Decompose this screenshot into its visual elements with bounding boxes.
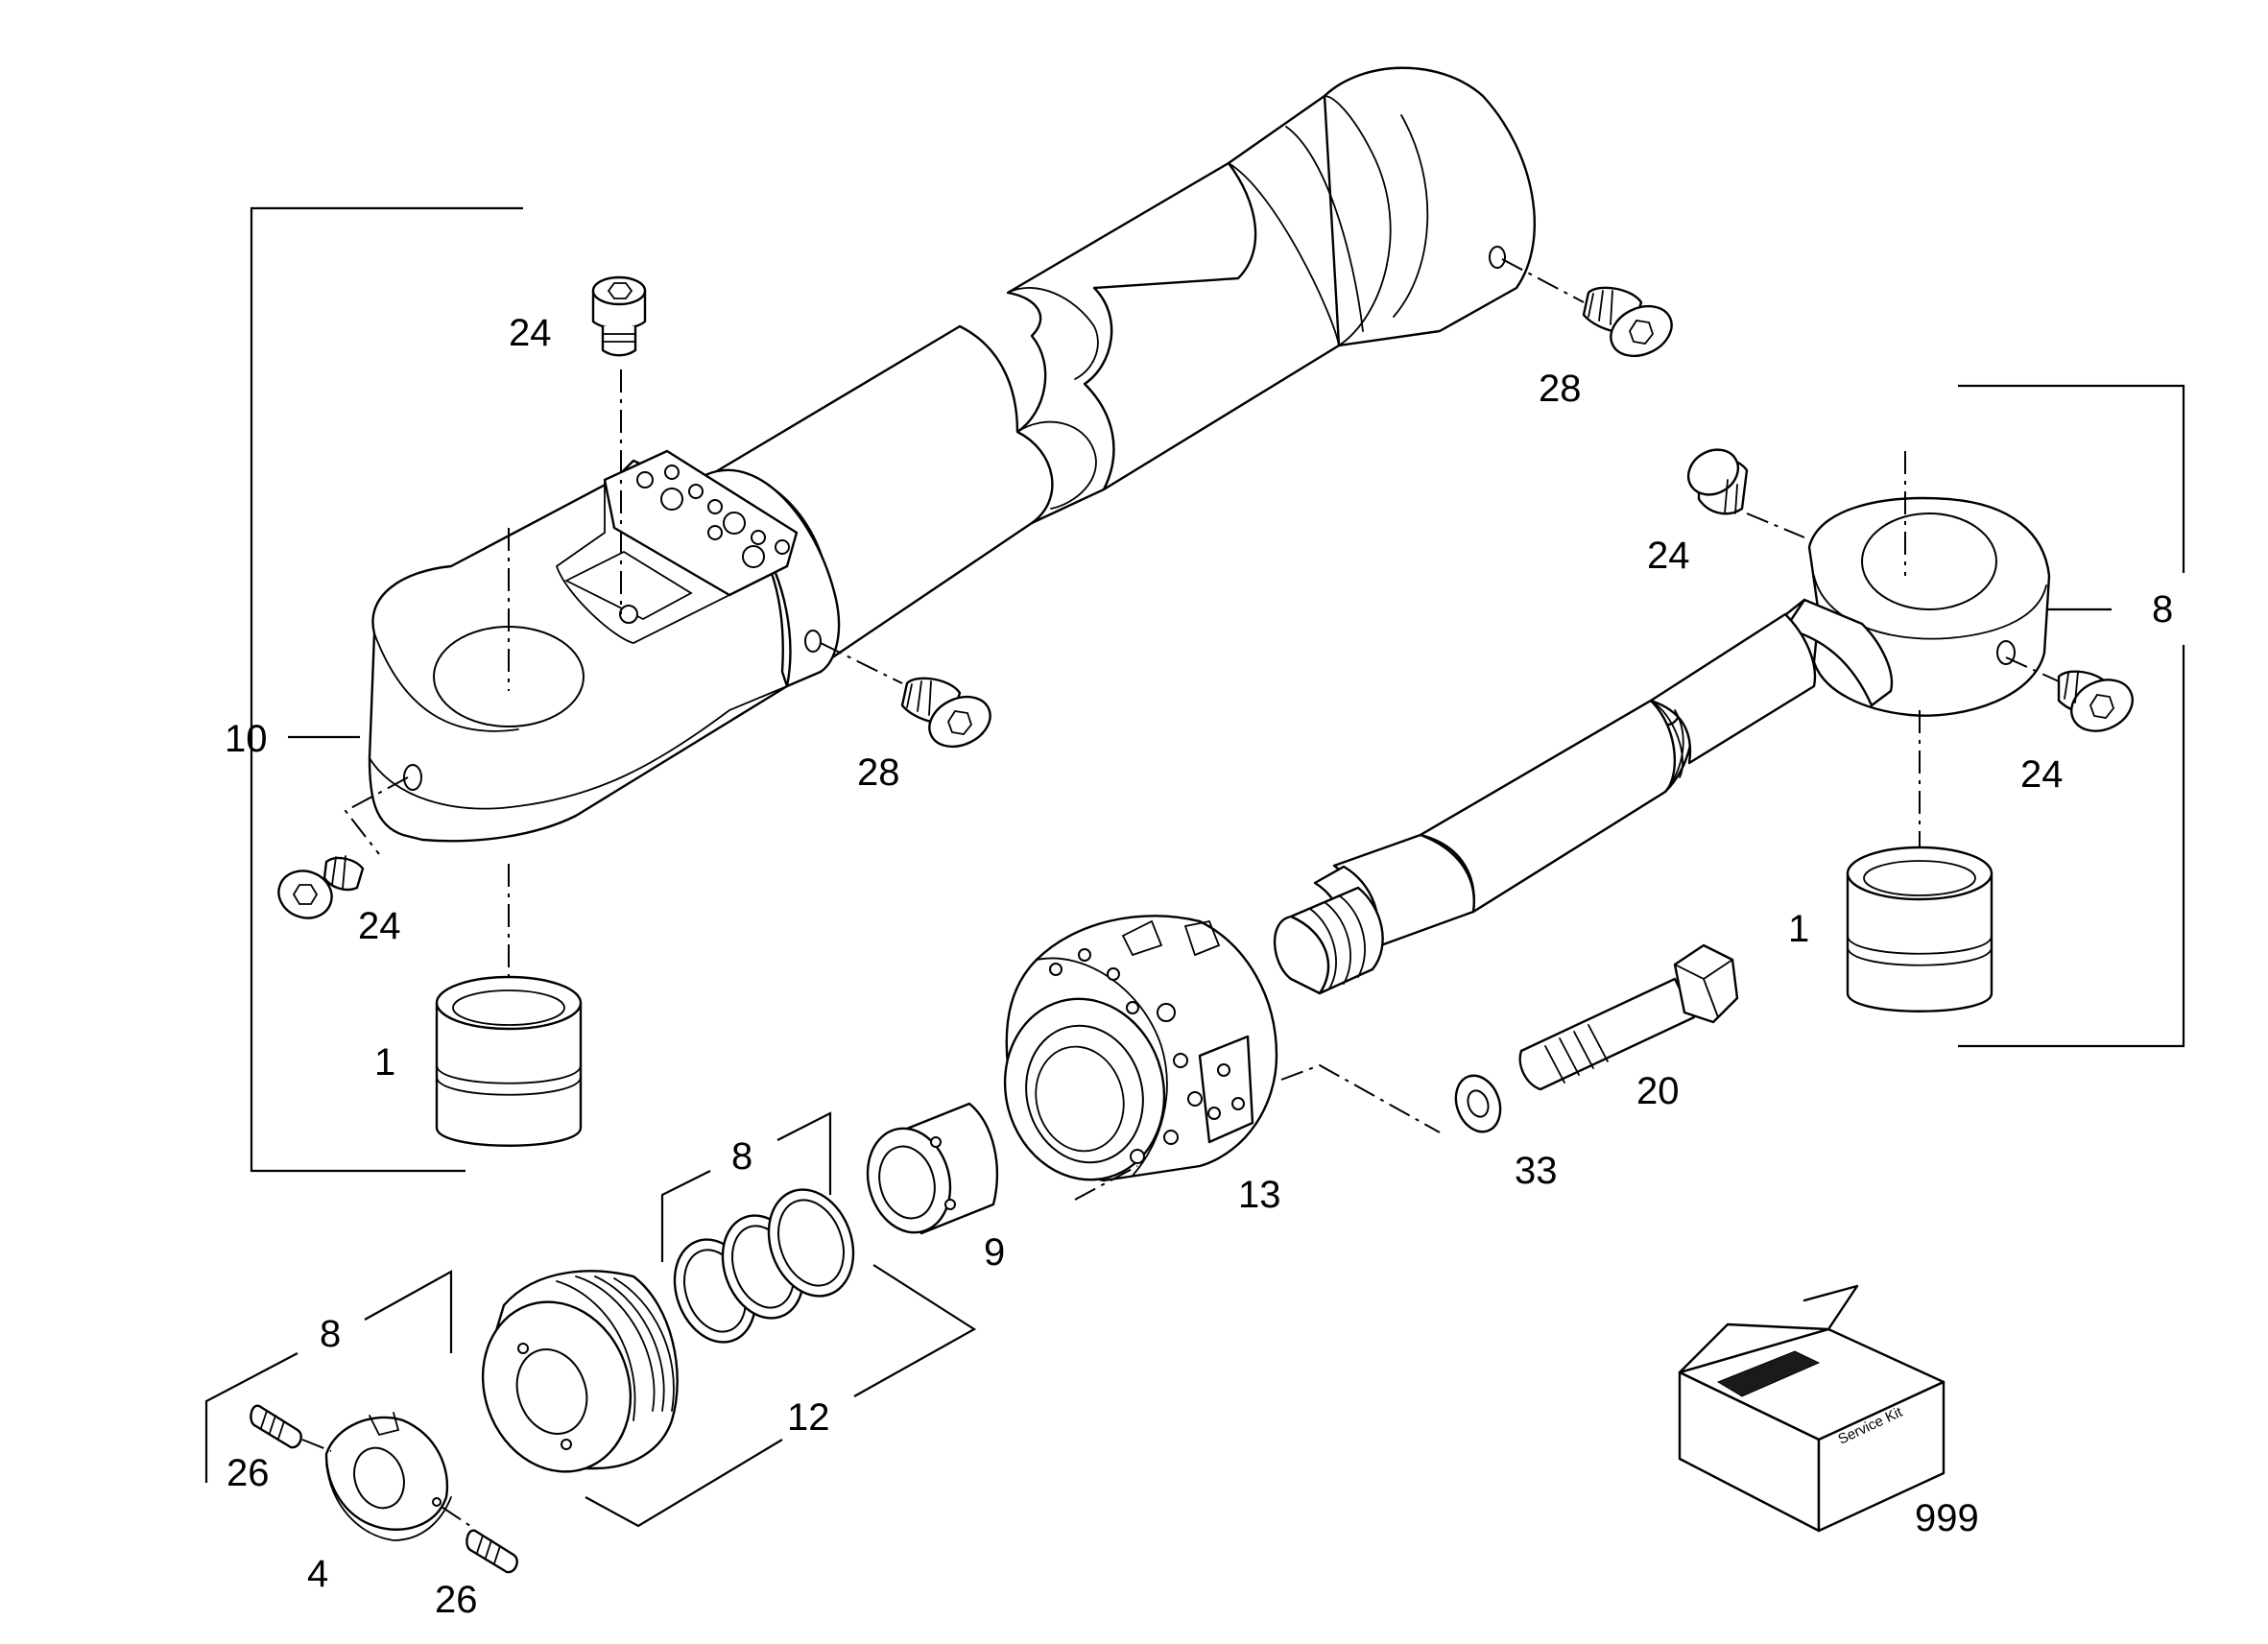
- screw-24-left: [277, 855, 365, 919]
- label-28-top: 28: [1539, 368, 1582, 410]
- nut-4: [324, 1412, 452, 1541]
- label-24-rod-top: 24: [1647, 535, 1690, 577]
- rod-eye-bore: [1861, 512, 1997, 610]
- bracket-10: [250, 206, 523, 1173]
- label-28-mid: 28: [857, 751, 900, 794]
- bracket-8-right: [1958, 384, 2185, 573]
- screw-24-top: [591, 275, 647, 357]
- screw-28-mid: [900, 677, 991, 749]
- label-1-right: 1: [1788, 908, 1809, 950]
- label-1-left: 1: [374, 1041, 395, 1084]
- label-12: 12: [787, 1396, 830, 1439]
- label-24-left: 24: [358, 905, 401, 947]
- label-8-nut: 8: [320, 1313, 341, 1355]
- piston-12: [481, 1270, 679, 1473]
- label-33: 33: [1515, 1150, 1558, 1192]
- tube-large-section: [1083, 94, 1341, 491]
- label-999: 999: [1915, 1497, 1979, 1539]
- piston-rod: [1273, 496, 2051, 995]
- label-24-rod-right: 24: [2020, 753, 2064, 796]
- label-9: 9: [984, 1231, 1005, 1274]
- screw-24-rod-right: [2057, 670, 2134, 732]
- set-screw-26-top: [250, 1404, 302, 1449]
- label-8-seals: 8: [731, 1135, 752, 1178]
- set-screw-26-bottom: [466, 1529, 518, 1574]
- washer-33: [1454, 1074, 1502, 1133]
- label-24-top: 24: [509, 312, 552, 354]
- screw-28-top: [1582, 286, 1673, 358]
- bolt-20: [1518, 943, 1739, 1091]
- label-4: 4: [307, 1553, 328, 1595]
- bracket-12: [853, 1264, 977, 1397]
- guide-head-13: [1003, 915, 1278, 1182]
- label-13: 13: [1238, 1174, 1281, 1216]
- bracket-8-nut: [204, 1352, 298, 1483]
- label-26-top: 26: [227, 1452, 270, 1494]
- seal-rings-8: [673, 1188, 855, 1344]
- spacer-9: [866, 1102, 999, 1235]
- label-10: 10: [225, 718, 268, 760]
- bracket-8-seals: [660, 1170, 711, 1262]
- screw-24-rod-top: [1686, 448, 1749, 515]
- service-kit-box-999: Service Kit: [1678, 1284, 1946, 1533]
- label-8-right: 8: [2152, 588, 2173, 631]
- label-26-bottom: 26: [435, 1579, 478, 1621]
- bushing-1-right: [1846, 846, 1993, 1013]
- cylinder-tube-assembly: [250, 66, 1537, 1173]
- tube-middle-section: [1006, 161, 1257, 525]
- tube-small-section: [708, 324, 1054, 664]
- label-20: 20: [1636, 1070, 1680, 1112]
- bushing-1-left: [435, 975, 583, 1147]
